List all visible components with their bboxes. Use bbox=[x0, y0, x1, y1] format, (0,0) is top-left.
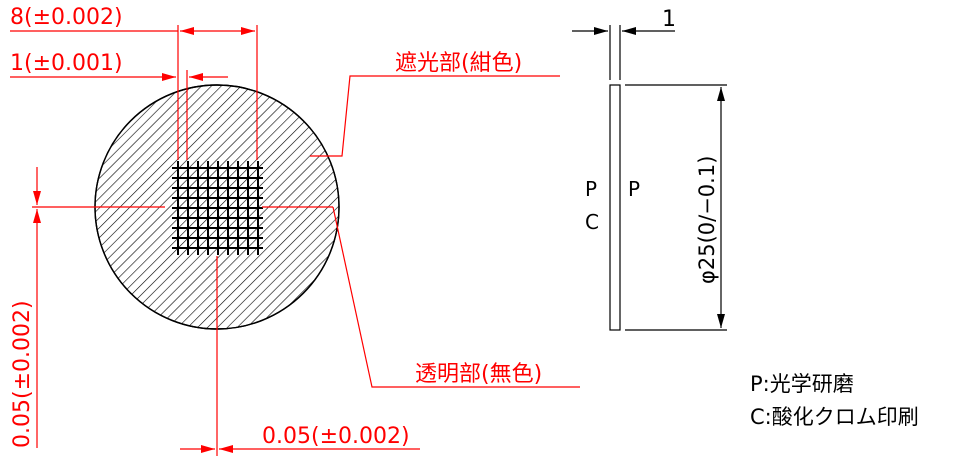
reticle-front-view bbox=[94, 84, 340, 330]
reticle-side-view bbox=[572, 25, 727, 331]
dim-width-1-label: 1(±0.001) bbox=[10, 51, 123, 76]
dim-width-8-label: 8(±0.002) bbox=[10, 5, 123, 30]
dimension-annotations bbox=[10, 25, 580, 456]
dim-horizontal-offset-label: 0.05(±0.002) bbox=[262, 424, 410, 449]
right-face-label-p: P bbox=[628, 177, 640, 201]
dim-thickness-label: 1 bbox=[662, 7, 676, 32]
left-face-label-p: P bbox=[585, 177, 597, 201]
dim-vertical-offset-label: 0.05(±0.002) bbox=[10, 300, 35, 448]
left-face-label-c: C bbox=[585, 210, 599, 234]
legend: P:光学研磨 C:酸化クロム印刷 bbox=[750, 372, 919, 429]
legend-item-p: P:光学研磨 bbox=[750, 372, 854, 396]
transparent-region-label: 透明部(無色) bbox=[415, 362, 542, 387]
grid-pattern bbox=[172, 161, 263, 255]
dim-diameter-label: φ25(0/−0.1) bbox=[695, 156, 719, 284]
legend-item-c: C:酸化クロム印刷 bbox=[750, 405, 919, 429]
shading-region-label: 遮光部(紺色) bbox=[395, 51, 522, 76]
